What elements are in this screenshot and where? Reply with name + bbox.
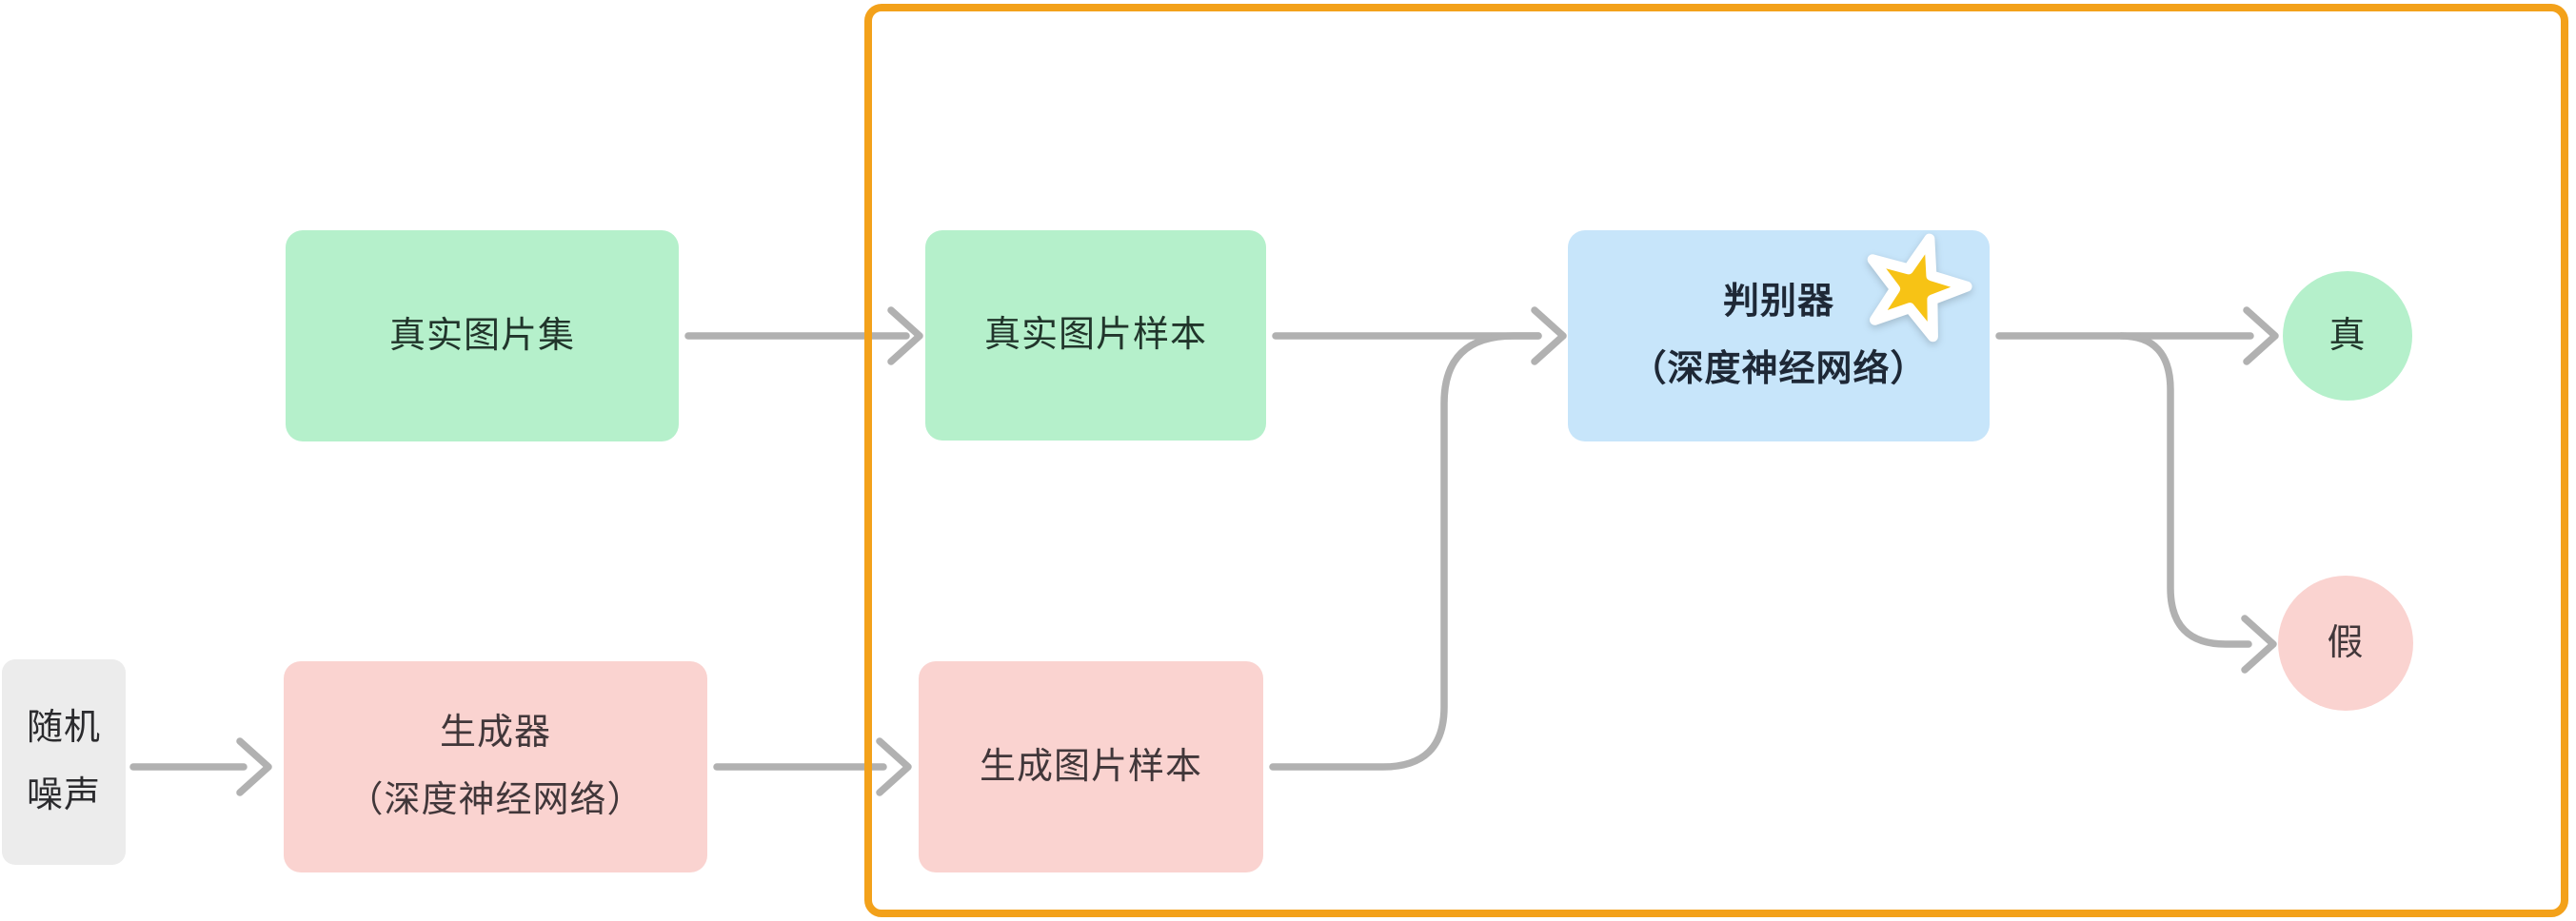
node-real-image-sample: 真实图片样本 [925, 230, 1266, 441]
node-discriminator-label-line2: （深度神经网络） [1630, 349, 1928, 389]
arrowhead-into-fake [2241, 615, 2277, 674]
node-random-noise: 随机 噪声 [2, 659, 126, 865]
connector-discriminator-to-fake [2117, 332, 2252, 648]
node-output-fake: 假 [2278, 576, 2413, 711]
node-output-real: 真 [2283, 271, 2412, 401]
arrowhead-into-realsample [887, 306, 923, 365]
node-generator-label-line1: 生成器 [439, 713, 551, 753]
node-real-image-set-label: 真实图片集 [388, 315, 575, 356]
node-generated-image-sample: 生成图片样本 [919, 661, 1263, 872]
arrowhead-into-generator [236, 737, 272, 796]
star-shape [1867, 233, 1972, 343]
node-discriminator-label-line1: 判别器 [1722, 282, 1834, 322]
node-generated-image-sample-label: 生成图片样本 [979, 746, 1202, 787]
node-real-image-set: 真实图片集 [286, 230, 679, 441]
node-random-noise-label-line1: 随机 [26, 708, 101, 748]
node-output-fake-label: 假 [2327, 622, 2365, 663]
star-icon [1867, 233, 1972, 343]
node-output-real-label: 真 [2328, 315, 2367, 356]
connector-group [129, 306, 2279, 796]
node-generator: 生成器 （深度神经网络） [284, 661, 707, 872]
node-random-noise-label-line2: 噪声 [26, 775, 101, 815]
arrowhead-into-discriminator [1531, 306, 1567, 365]
arrowhead-into-real [2243, 306, 2279, 365]
node-real-image-sample-label: 真实图片样本 [983, 315, 1207, 355]
node-generator-label-line2: （深度神经网络） [347, 780, 644, 820]
connector-generatedsample-to-discriminator [1269, 332, 1542, 771]
arrowhead-into-generatedsample [876, 737, 912, 796]
